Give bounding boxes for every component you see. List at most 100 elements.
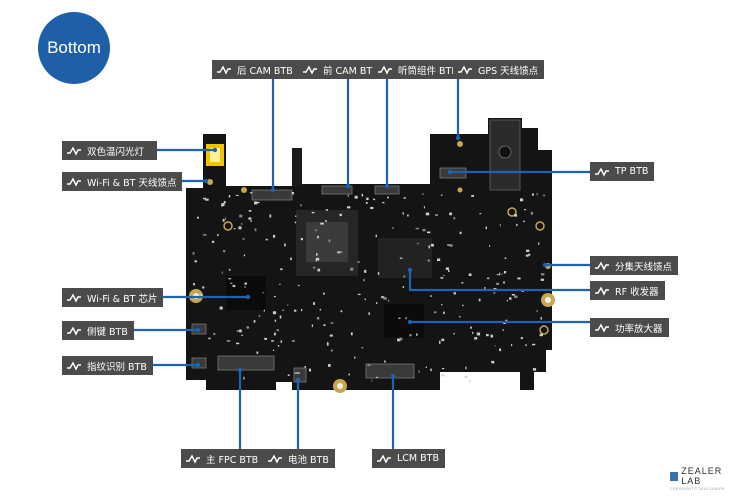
smd-component [315, 229, 318, 232]
smd-component [244, 286, 246, 288]
smd-component [539, 333, 543, 337]
callout-rear-cam-btb-leader-end [270, 187, 276, 193]
smd-component [223, 201, 226, 204]
smd-component [330, 322, 334, 324]
brand-name-text: ZEALER LAB [681, 466, 723, 486]
smd-component [430, 243, 434, 247]
smd-component [376, 302, 378, 304]
smd-component [417, 242, 419, 245]
smd-component [490, 334, 493, 338]
callout-diversity-feed-leader-end [542, 262, 548, 268]
smd-component [241, 334, 244, 336]
callout-lcm-btb-leader-end [390, 373, 396, 379]
smd-component [320, 222, 324, 225]
smd-component [384, 360, 386, 363]
signal-wave-icon [217, 65, 231, 75]
signal-wave-icon [377, 454, 391, 464]
smd-component [364, 269, 367, 273]
smd-component [416, 333, 418, 336]
smd-component [339, 251, 343, 254]
smd-component [489, 245, 491, 247]
smd-component [301, 308, 303, 312]
smd-component [443, 275, 445, 276]
smd-component [258, 315, 261, 317]
smd-component [294, 372, 298, 374]
smd-component [526, 249, 530, 252]
smd-component [474, 337, 478, 340]
smd-component [423, 206, 425, 209]
smd-component [387, 299, 390, 302]
smd-component [264, 337, 267, 340]
smd-component [233, 228, 236, 230]
main-fpc-connector [217, 355, 275, 371]
fingerprint-connector [191, 357, 207, 369]
smd-component [238, 226, 242, 230]
callout-battery-btb-leader-end [295, 377, 301, 383]
smd-component [328, 239, 331, 243]
smd-component [250, 220, 252, 222]
smd-component [347, 194, 349, 197]
smd-component [399, 257, 403, 259]
signal-wave-icon [67, 293, 81, 303]
smd-component [361, 193, 364, 197]
smd-component [348, 373, 350, 376]
smd-component [325, 220, 327, 222]
smd-component [297, 284, 300, 286]
callout-front-cam-btb-text: 前 CAM BTB [323, 65, 379, 77]
callout-front-cam-btb: 前 CAM BTB [298, 60, 385, 79]
smd-component [311, 211, 315, 214]
smd-component [244, 282, 247, 285]
smd-component [365, 201, 368, 204]
smd-component [517, 277, 521, 280]
smd-component [383, 297, 387, 300]
smd-component [277, 345, 280, 347]
smd-component [520, 198, 524, 202]
smd-component [538, 242, 540, 245]
smd-component [223, 250, 226, 253]
smd-component [511, 344, 513, 346]
signal-wave-icon [458, 65, 472, 75]
smd-component [540, 317, 542, 320]
smd-component [465, 366, 467, 370]
smd-component [399, 337, 403, 341]
smd-component [422, 193, 424, 195]
smd-component [368, 312, 370, 315]
smd-component [403, 197, 406, 199]
pcb-stub [292, 148, 302, 186]
callout-wifi-chip-leader-end [245, 294, 251, 300]
callout-flash-text: 双色温闪光灯 [87, 146, 145, 158]
smd-component [309, 368, 311, 372]
signal-wave-icon [595, 323, 609, 333]
smd-component [478, 298, 481, 302]
smd-component [236, 330, 240, 332]
smd-component [493, 292, 496, 294]
callout-power-amplifier: 功率放大器 [590, 318, 669, 337]
screw-hole-inner [337, 383, 343, 389]
gold-pad [223, 221, 233, 231]
smd-component [381, 296, 385, 299]
smd-component [253, 320, 256, 323]
smd-component [248, 210, 252, 212]
smd-component [225, 217, 227, 220]
callout-rf-transceiver-leader [408, 270, 590, 292]
smd-component [494, 345, 496, 347]
smd-component [523, 220, 525, 223]
callout-rf-transceiver: RF 收发器 [590, 281, 665, 300]
smd-component [357, 261, 360, 263]
smd-component [230, 282, 233, 284]
zealer-logo-icon [670, 471, 679, 481]
smd-component [323, 292, 325, 295]
smd-component [407, 214, 409, 217]
smd-component [272, 311, 277, 315]
smd-component [445, 267, 449, 270]
smd-component [543, 194, 545, 197]
smd-component [354, 356, 356, 359]
audio-jack-port [498, 145, 512, 159]
smd-component [316, 253, 318, 256]
brand-name: ZEALER LAB [670, 466, 740, 486]
smd-component [397, 338, 401, 342]
signal-wave-icon [67, 326, 81, 336]
smd-component [262, 292, 265, 294]
smd-component [254, 201, 258, 205]
smd-component [532, 343, 536, 346]
